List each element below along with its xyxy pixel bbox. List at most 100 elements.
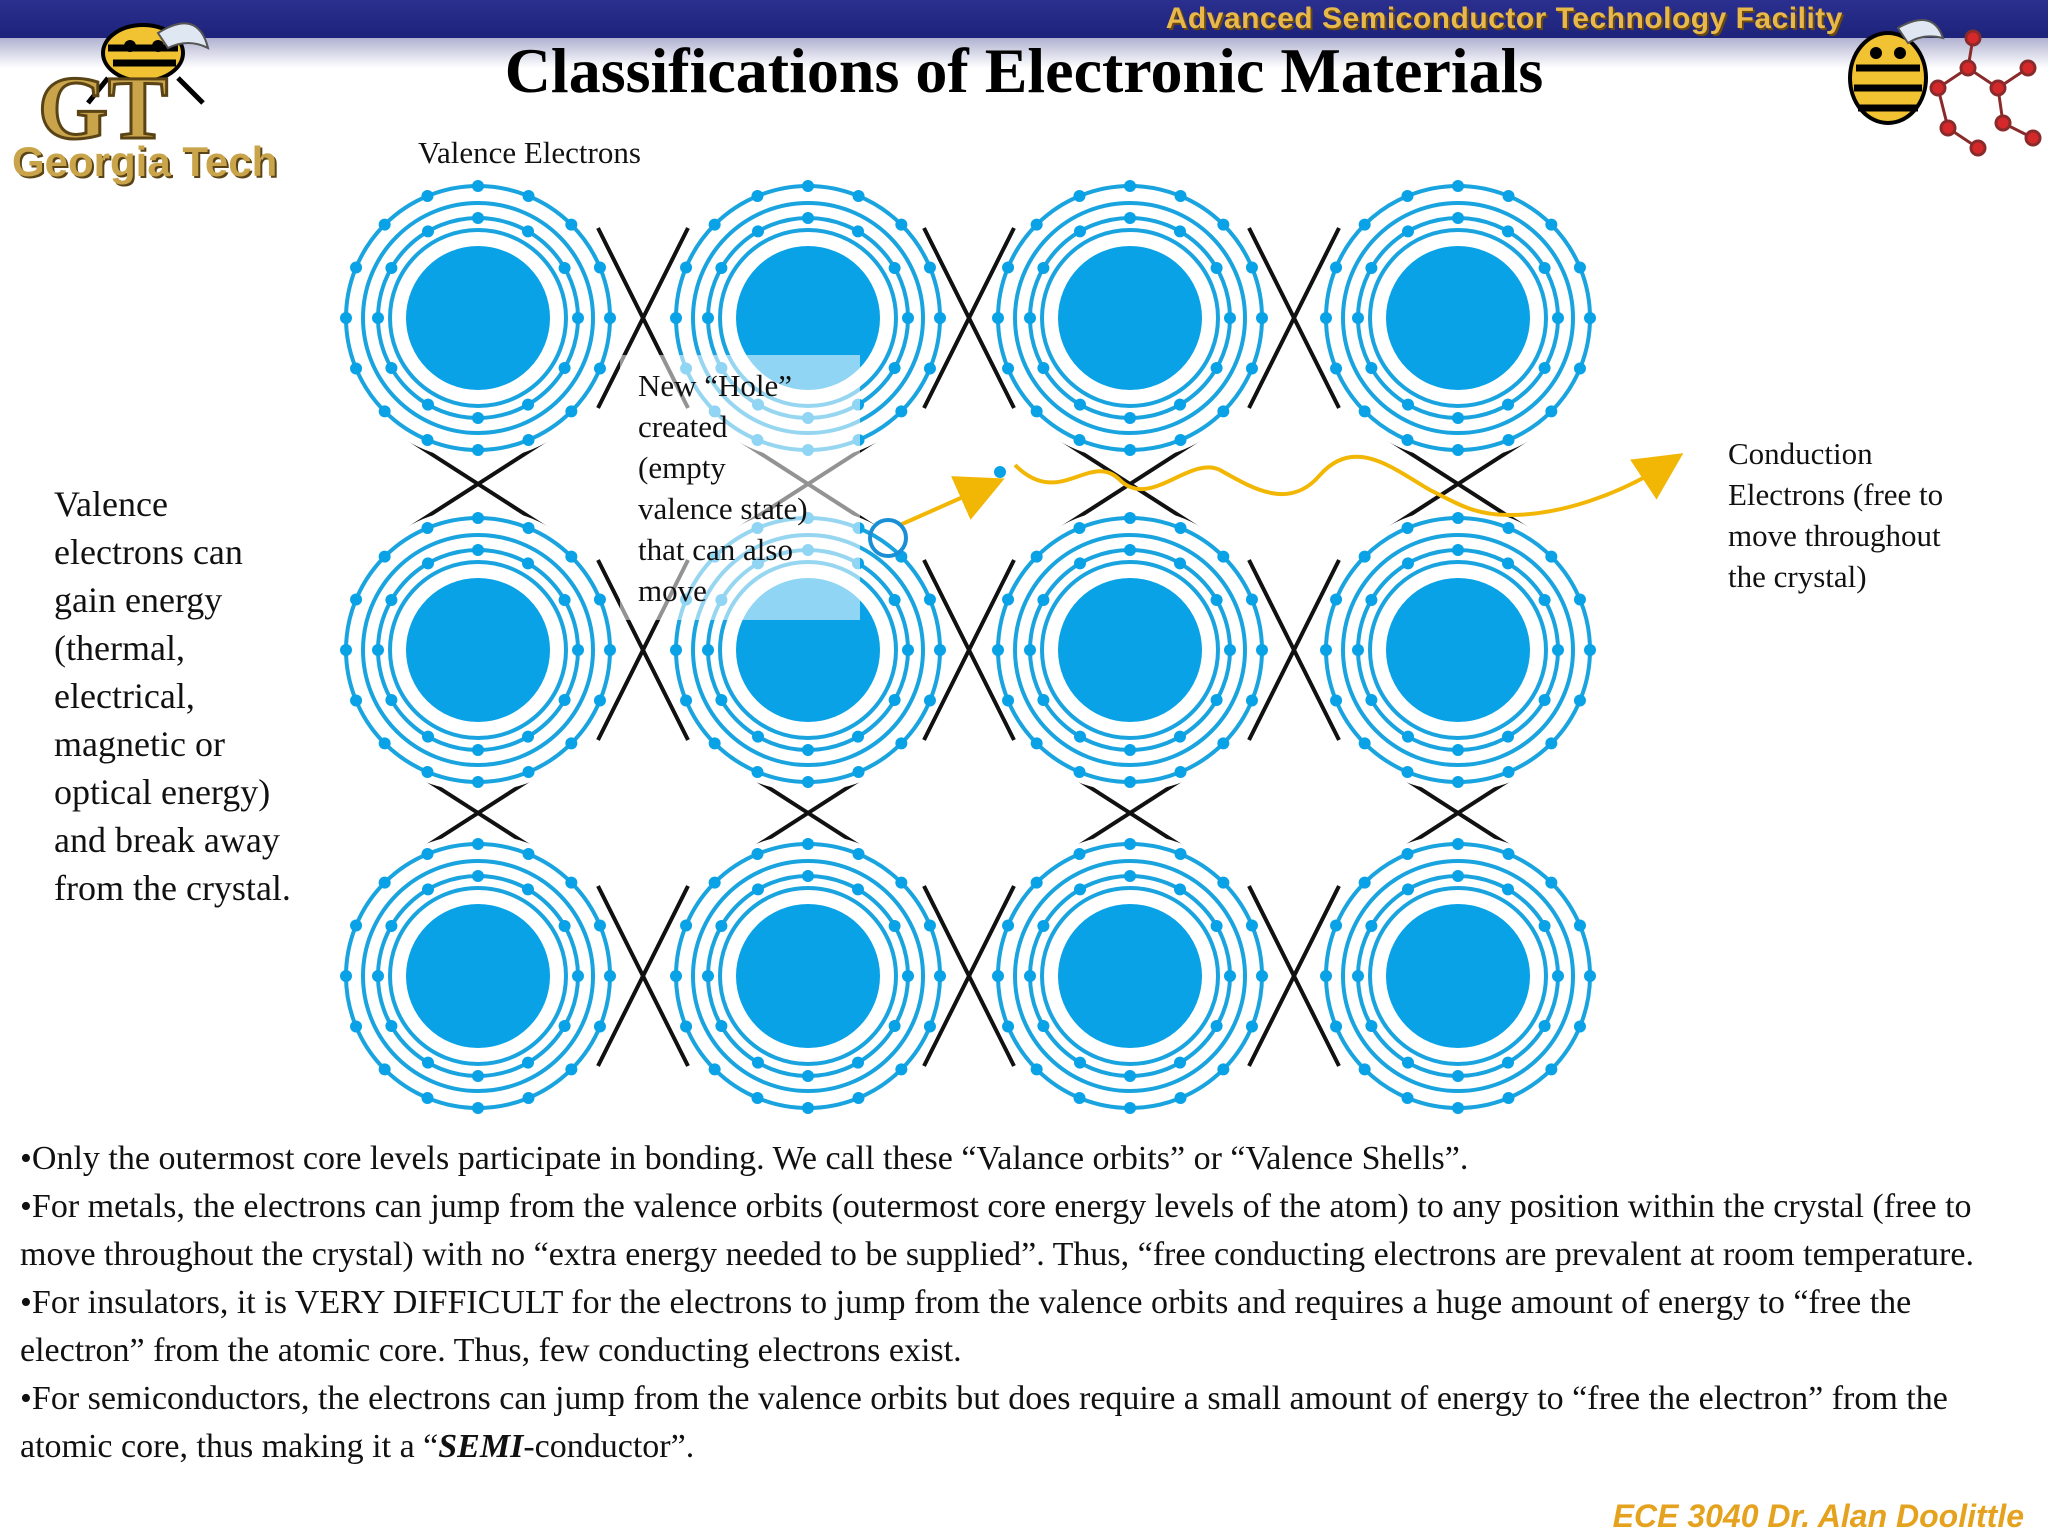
yellow-jacket-icon — [1848, 19, 1945, 125]
electron-dot — [472, 744, 484, 756]
electron-dot — [1210, 262, 1223, 274]
electron-dot — [1452, 744, 1464, 756]
electron-dot — [1330, 362, 1343, 375]
electron-dot — [421, 848, 434, 861]
electron-dot — [522, 765, 535, 778]
electron-dot — [1352, 970, 1364, 982]
conduction-path-arrow — [1013, 453, 1684, 518]
electron-dot — [1245, 261, 1258, 274]
electron-dot — [350, 362, 363, 375]
atom — [336, 176, 620, 460]
atom-core — [1058, 904, 1202, 1048]
electron-dot — [1402, 225, 1414, 238]
electron-dot — [1584, 970, 1596, 982]
electron-dot — [923, 362, 936, 375]
electron-dot — [702, 644, 714, 656]
electron-dot — [1402, 1056, 1414, 1069]
electron-dot — [422, 557, 434, 570]
electron-dot — [472, 776, 484, 788]
electron-dot — [1030, 737, 1043, 750]
electron-dot — [923, 694, 936, 707]
electron-dot — [802, 180, 814, 192]
electron-dot — [852, 1091, 865, 1104]
electron-dot — [670, 312, 682, 324]
electron-dot — [421, 433, 434, 446]
conduction-electrons-label: Conduction Electrons (free to move throu… — [1728, 433, 2028, 597]
bullet-semiconductors: •For semiconductors, the electrons can j… — [20, 1375, 2030, 1471]
electron-dot — [1174, 765, 1187, 778]
electron-dot — [604, 970, 616, 982]
electron-dot — [1552, 970, 1564, 982]
electron-dot — [802, 1070, 814, 1082]
atom-core — [406, 904, 550, 1048]
electron-dot — [1124, 870, 1136, 882]
electron-dot — [1124, 544, 1136, 556]
electron-dot — [378, 876, 391, 889]
electron-dot — [1320, 644, 1332, 656]
electron-dot — [1174, 557, 1186, 570]
electron-dot — [923, 261, 936, 274]
electron-dot — [895, 876, 908, 889]
electron-dot — [1074, 398, 1086, 411]
electron-dot — [751, 848, 764, 861]
conduction-label-line: Conduction — [1728, 436, 1873, 471]
atom-core — [1386, 578, 1530, 722]
electron-dot — [1402, 557, 1414, 570]
electron-dot — [680, 261, 693, 274]
electron-dot — [1124, 1070, 1136, 1082]
svg-text:GT: GT — [38, 59, 168, 158]
electron-dot — [1217, 876, 1230, 889]
header-banner — [0, 0, 2048, 38]
electron-dot — [558, 594, 571, 606]
electron-dot — [593, 593, 606, 606]
electron-dot — [1124, 1102, 1136, 1114]
inner-orbit — [1040, 228, 1220, 408]
bond-line — [1247, 227, 1341, 409]
electron-dot — [802, 744, 814, 756]
electron-dot — [1002, 362, 1015, 375]
electron-dot — [1245, 919, 1258, 932]
electron-dot — [992, 312, 1004, 324]
new-hole-label: New “Hole” created (empty valence state)… — [638, 365, 858, 611]
electron-dot — [1073, 848, 1086, 861]
electron-dot — [421, 522, 434, 535]
electron-dot — [1245, 362, 1258, 375]
electron-dot — [888, 594, 901, 606]
electron-dot — [702, 312, 714, 324]
electron-dot — [472, 870, 484, 882]
electron-dot — [902, 644, 914, 656]
electron-dot — [1024, 970, 1036, 982]
electron-dot — [1124, 212, 1136, 224]
electron-dot — [708, 876, 721, 889]
electron-dot — [572, 312, 584, 324]
electron-dot — [1074, 557, 1086, 570]
electron-dot — [522, 398, 534, 411]
atom — [1316, 834, 1600, 1118]
electron-dot — [1124, 412, 1136, 424]
electron-dot — [1074, 1056, 1086, 1069]
electron-dot — [1502, 398, 1514, 411]
electron-dot — [593, 919, 606, 932]
atom — [666, 834, 950, 1118]
electron-dot — [350, 1020, 363, 1033]
electron-dot — [340, 312, 352, 324]
electron-dot — [895, 737, 908, 750]
semi-emphasis: SEMI — [438, 1428, 524, 1465]
note-line: Valence — [54, 484, 168, 524]
electron-dot — [715, 1020, 728, 1032]
valence-electrons-label: Valence Electrons — [418, 135, 641, 170]
electron-dot — [1030, 1063, 1043, 1076]
electron-dot — [385, 694, 398, 706]
electron-dot — [1502, 433, 1515, 446]
hole-label-line: that can also — [638, 532, 793, 567]
electron-dot — [852, 765, 865, 778]
electron-dot — [1002, 919, 1015, 932]
atom-core — [736, 904, 880, 1048]
electron-dot — [715, 694, 728, 706]
electron-dot — [350, 694, 363, 707]
bullet-semiconductors-end: -conductor”. — [523, 1428, 695, 1465]
electron-dot — [593, 1020, 606, 1033]
electron-dot — [1174, 1091, 1187, 1104]
electron-dot — [670, 970, 682, 982]
electron-dot — [1024, 644, 1036, 656]
